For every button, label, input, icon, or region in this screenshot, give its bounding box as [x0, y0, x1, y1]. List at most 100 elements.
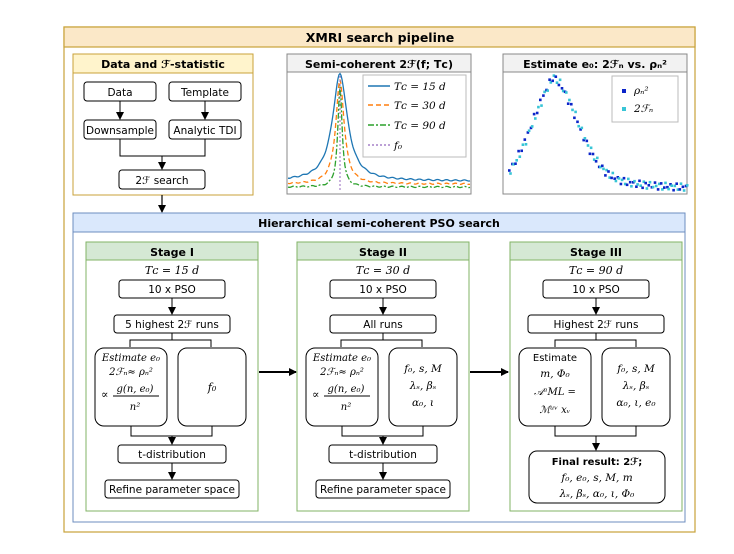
stage-1-proportional: ∝ — [101, 388, 108, 401]
rho-point — [554, 75, 558, 78]
twof-point — [518, 155, 522, 158]
twof-point — [530, 125, 534, 128]
rho-point — [560, 87, 564, 90]
stage-3-runs-label: Highest 2ℱ runs — [554, 319, 639, 331]
stage-2-refine-label: Refine parameter space — [320, 484, 446, 496]
stage-1-pso-label: 10 x PSO — [148, 284, 196, 296]
page-title: XMRI search pipeline — [306, 30, 455, 45]
twof-point — [596, 156, 599, 160]
twof-point — [509, 172, 512, 175]
rho-point — [601, 164, 604, 168]
twof-point — [589, 146, 593, 150]
semi-plot-header-bar — [286, 53, 472, 73]
rho-point — [542, 94, 545, 97]
rho-point — [529, 126, 533, 130]
stage-3-header: Stage III — [570, 246, 622, 259]
rho-point — [610, 176, 613, 180]
data-label: Data — [107, 87, 132, 99]
twof-point — [546, 89, 549, 92]
legend-label-tc15: Tᴄ = 15 d — [394, 81, 446, 93]
stage-3: Stage III Tᴄ = 90 d 10 x PSO Highest 2ℱ … — [509, 241, 683, 512]
legend-label-2f: 2ℱₙ — [633, 103, 653, 115]
twof-point — [515, 159, 518, 162]
rho-point — [514, 162, 517, 165]
stage-3-param-line1: f₀, s, M — [616, 363, 655, 375]
twof-point — [642, 180, 646, 183]
twof-point — [639, 184, 642, 187]
stage-3-final-line2: f₀, e₀, s, M, m — [560, 472, 632, 484]
semi-plot-title: Semi-coherent 2ℱ(f; Tᴄ) — [305, 58, 453, 71]
curve-tc30 — [287, 79, 471, 186]
rho-point — [526, 131, 530, 134]
twof-point — [580, 126, 584, 130]
stage-3-split — [554, 333, 637, 347]
twof-point — [679, 182, 683, 185]
est-plot-points — [508, 74, 689, 192]
twof-point — [577, 124, 580, 128]
stage-3-estimate-title: Estimate — [533, 353, 577, 364]
twof-point — [521, 143, 525, 146]
stage-2-denominator: n² — [341, 402, 351, 413]
twof-point — [605, 168, 608, 172]
twof-point — [614, 179, 618, 183]
stage-2-header-bar — [296, 241, 470, 261]
stage-2-estimate-title: Estimate e₀ — [312, 353, 371, 364]
twof-point — [549, 81, 553, 84]
rho-point — [625, 183, 629, 187]
stage-1-denominator: n² — [130, 402, 140, 413]
rho-point — [594, 160, 598, 163]
stage-2-pso-label: 10 x PSO — [359, 284, 407, 296]
rho-point — [585, 139, 589, 143]
twof-point — [682, 189, 686, 192]
search-label: 2ℱ search — [135, 175, 188, 187]
stage-1-estimate-title: Estimate e₀ — [101, 353, 160, 364]
rho-point — [653, 181, 657, 184]
twof-point — [568, 98, 571, 102]
rho-point — [517, 149, 520, 153]
stage-1-tc: Tᴄ = 15 d — [145, 264, 199, 277]
hierarchical-header-bar — [72, 212, 686, 233]
stage-3-final-box — [528, 450, 666, 504]
rho-point — [669, 183, 672, 186]
semi-coherent-plot: Semi-coherent 2ℱ(f; Tᴄ) Tᴄ = 15 d Tᴄ = 3… — [286, 53, 472, 195]
twof-point — [667, 187, 670, 191]
stage-3-pso-label: 10 x PSO — [572, 284, 620, 296]
rho-point — [539, 98, 542, 102]
twof-point — [592, 158, 596, 161]
twof-point — [608, 176, 611, 179]
est-legend — [611, 75, 679, 123]
twof-point — [611, 171, 615, 175]
rho-point — [582, 138, 585, 142]
twof-point — [633, 179, 636, 183]
twof-point — [512, 163, 515, 166]
rho-point — [557, 83, 561, 87]
rho-point — [576, 120, 579, 124]
rho-point — [638, 179, 641, 183]
rho-point — [604, 174, 607, 177]
stage-1-refine-label: Refine parameter space — [109, 484, 235, 496]
stage-2-param-line1: f₀, s, M — [403, 363, 442, 375]
twof-point — [673, 184, 677, 188]
stage-2-param-line3: α₀, ι — [412, 397, 434, 409]
legend-marker-2f — [622, 107, 626, 111]
twof-point — [658, 182, 661, 186]
twof-point — [543, 90, 546, 94]
twof-point — [617, 177, 621, 180]
twof-point — [664, 181, 667, 185]
rho-point — [666, 185, 669, 189]
twof-point — [620, 178, 624, 182]
twof-point — [636, 183, 639, 186]
est-plot-frame — [502, 53, 688, 195]
rho-point — [535, 111, 539, 115]
stage-3-final-line3: λₛ, βₛ, α₀, ι, Φ₀ — [559, 488, 636, 500]
rho-point — [663, 186, 666, 189]
stage-3-param-line2: λₛ, βₛ — [622, 380, 650, 392]
twof-point — [558, 78, 562, 82]
rho-point — [520, 149, 523, 153]
estimate-plot: Estimate e₀: 2ℱₙ vs. ρₙ² ρₙ² 2ℱₙ — [502, 53, 689, 195]
rho-point — [607, 170, 610, 173]
rho-point — [551, 79, 554, 83]
rho-point — [672, 188, 675, 192]
est-plot-header-bar — [502, 53, 688, 73]
stage-2-split — [340, 333, 423, 347]
